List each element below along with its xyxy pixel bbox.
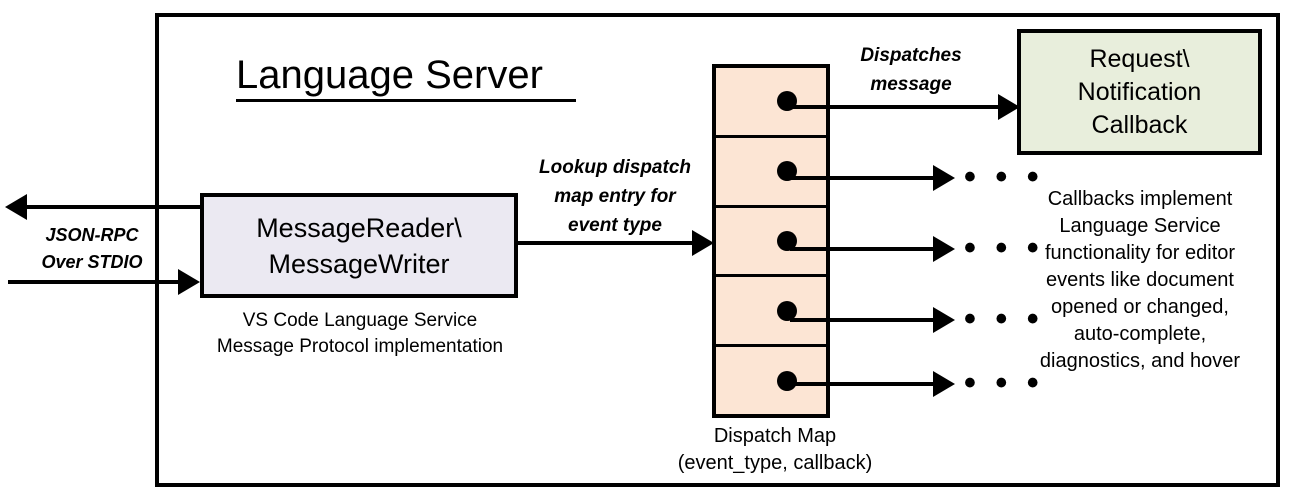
dispatches-message-label: Dispatches message <box>860 45 962 95</box>
table-row[interactable] <box>716 277 826 348</box>
arrow-right-icon <box>933 165 955 191</box>
ellipsis-5: • • • <box>964 364 1044 402</box>
table-row[interactable] <box>716 68 826 138</box>
arrow-right-icon <box>933 307 955 333</box>
arrow-right-icon <box>692 230 714 256</box>
dispatch-line-1 <box>790 105 1000 109</box>
request-notification-callback-box[interactable]: Request\ Notification Callback <box>1017 29 1262 155</box>
language-server-frame <box>155 13 1280 487</box>
dispatch-line-3 <box>790 247 935 251</box>
messagereader-messagewriter-box[interactable]: MessageReader\ MessageWriter <box>200 193 518 298</box>
entry-dot-icon <box>777 370 797 391</box>
arrow-right-icon <box>933 371 955 397</box>
outbound-stdio-line <box>26 205 200 209</box>
arrow-right-icon <box>998 94 1020 120</box>
messagereader-caption: VS Code Language Service Message Protoco… <box>216 310 504 357</box>
entry-dot-icon <box>777 230 797 251</box>
page-title: Language Server <box>236 52 576 102</box>
dispatch-map-caption: Dispatch Map (event_type, callback) <box>677 425 873 474</box>
dispatch-map-table[interactable] <box>712 64 830 418</box>
table-row[interactable] <box>716 208 826 278</box>
lookup-connector-line <box>518 241 694 245</box>
callback-caption: Callbacks implement Language Service fun… <box>1039 188 1241 372</box>
arrow-right-icon <box>933 236 955 262</box>
dispatch-line-5 <box>790 382 935 386</box>
ellipsis-2: • • • <box>964 158 1044 196</box>
table-row[interactable] <box>716 138 826 208</box>
arrow-left-icon <box>5 194 27 220</box>
entry-dot-icon <box>777 300 797 321</box>
table-row[interactable] <box>716 347 826 414</box>
inbound-stdio-line <box>8 280 180 284</box>
dispatch-line-2 <box>790 176 935 180</box>
messagereader-box-label: MessageReader\ MessageWriter <box>256 212 462 279</box>
jsonrpc-stdio-label: JSON-RPC Over STDIO <box>41 225 143 272</box>
dispatch-line-4 <box>790 318 935 322</box>
arrow-right-icon <box>178 269 200 295</box>
lookup-dispatch-label: Lookup dispatch map entry for event type <box>539 157 691 236</box>
callback-box-label: Request\ Notification Callback <box>1077 44 1202 139</box>
